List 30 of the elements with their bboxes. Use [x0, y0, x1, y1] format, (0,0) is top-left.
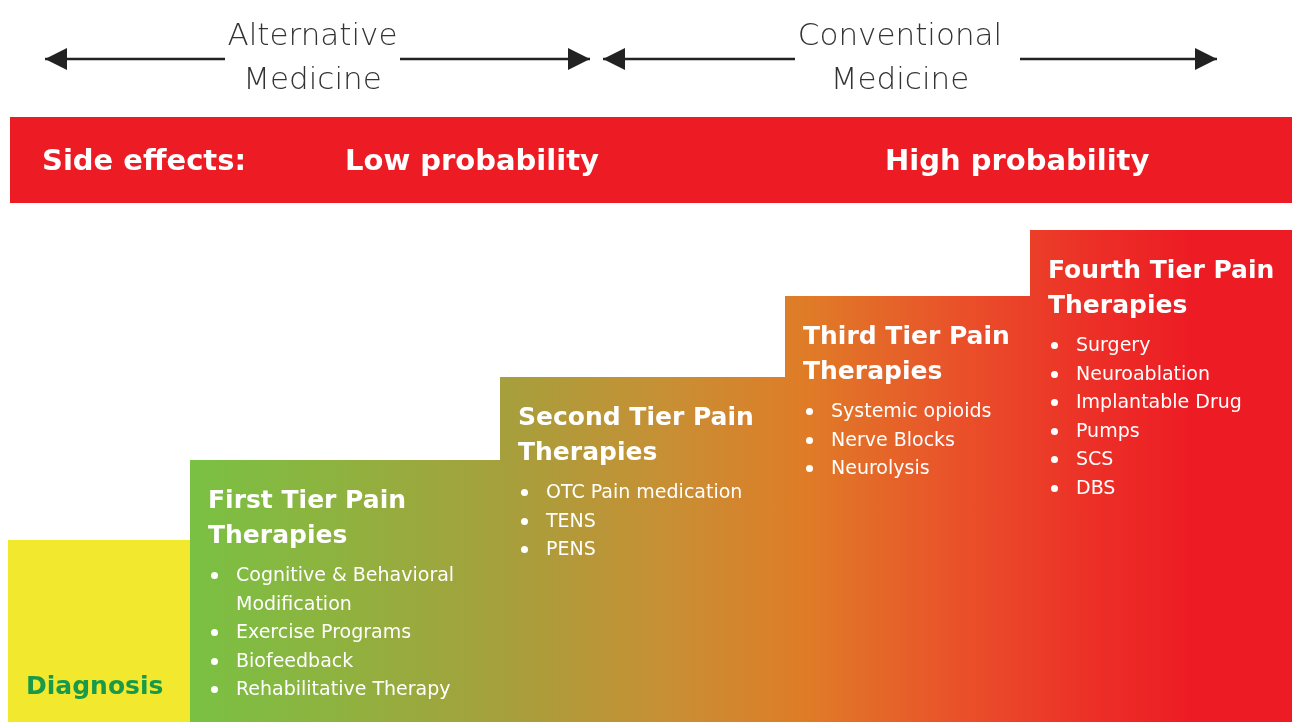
tier-heading: Fourth Tier Pain Therapies — [1048, 254, 1276, 321]
bullet-item: Cognitive & Behavioral Modification — [236, 562, 456, 616]
bullet-item: TENS — [546, 507, 596, 533]
step-heading: Diagnosis — [26, 671, 164, 700]
bullet-item: Exercise Programs — [236, 619, 412, 644]
bullet-item: Surgery — [1076, 332, 1151, 357]
therapy-tier-step — [1030, 230, 1292, 722]
axis-label: Alternative Medicine — [226, 15, 399, 98]
tier-heading: Third Tier Pain Therapies — [803, 320, 1011, 387]
bullet-item: Nerve Blocks — [831, 426, 955, 452]
bullet-item: Neurolysis — [831, 455, 930, 480]
bullet-item: Rehabilitative Therapy — [236, 676, 451, 701]
bullet-item: Biofeedback — [236, 647, 354, 673]
bullet-item: Systemic opioids — [831, 398, 992, 423]
diagnosis-step — [8, 540, 190, 722]
bullet-item: DBS — [1076, 474, 1116, 500]
bullet-item: PENS — [546, 536, 596, 561]
side-effects-band — [10, 117, 1292, 203]
bullet-item: SCS — [1076, 446, 1114, 471]
bullet-item: Neuroablation — [1076, 360, 1210, 386]
tier-heading: First Tier Pain Therapies — [208, 484, 407, 551]
probability-label: High probability — [885, 143, 1150, 177]
band-heading: Side effects: — [42, 143, 247, 177]
therapy-tier-step — [190, 460, 500, 722]
tier-heading: Second Tier Pain Therapies — [518, 401, 755, 468]
bullet-item: OTC Pain medication — [546, 479, 743, 504]
axis-label: Conventional Medicine — [796, 15, 1004, 98]
bullet-item: Implantable Drug — [1076, 389, 1242, 414]
probability-label: Low probability — [345, 143, 599, 177]
bullet-item: Pumps — [1076, 417, 1140, 443]
